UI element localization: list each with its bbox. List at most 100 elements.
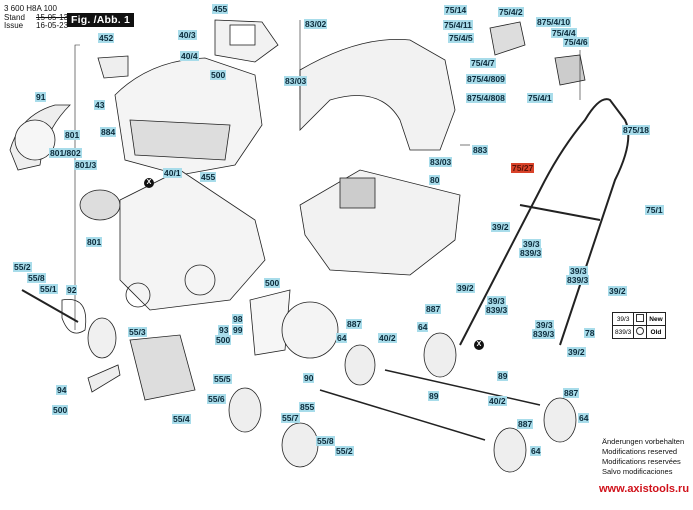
part-label[interactable]: 839/3 <box>485 305 509 315</box>
part-label[interactable]: 40/3 <box>178 30 197 40</box>
part-label[interactable]: 43 <box>94 100 106 110</box>
part-label[interactable]: 39/2 <box>491 222 510 232</box>
part-label[interactable]: 839/3 <box>519 248 543 258</box>
part-label[interactable]: 855 <box>299 402 316 412</box>
part-label[interactable]: 64 <box>417 322 429 332</box>
issue-label: Issue <box>4 21 24 30</box>
part-label[interactable]: 40/4 <box>180 51 199 61</box>
part-label[interactable]: 75/1 <box>645 205 664 215</box>
label-plate-shape <box>97 55 129 79</box>
part-label[interactable]: 500 <box>215 335 232 345</box>
part-label[interactable]: 887 <box>346 319 363 329</box>
part-label[interactable]: 875/18 <box>622 125 650 135</box>
wheel-shape <box>493 427 527 473</box>
part-label[interactable]: 99 <box>232 325 244 335</box>
part-label[interactable]: 55/5 <box>213 374 232 384</box>
part-label[interactable]: 452 <box>98 33 115 43</box>
part-label[interactable]: 55/2 <box>335 446 354 456</box>
part-label[interactable]: 55/2 <box>13 262 32 272</box>
legend-status: Old <box>646 325 666 339</box>
stand-label: Stand <box>4 13 25 22</box>
part-label[interactable]: 39/3 <box>487 296 506 306</box>
note-line: Salvo modificaciones <box>602 467 673 476</box>
part-label[interactable]: 83/03 <box>284 76 308 86</box>
part-label[interactable]: 55/6 <box>207 394 226 404</box>
part-label[interactable]: 83/03 <box>429 157 453 167</box>
legend-status: New <box>646 312 666 326</box>
legend-part: 839/3 <box>611 325 635 339</box>
highlighted-part-label[interactable]: 75/27 <box>511 163 535 173</box>
part-label[interactable]: 55/1 <box>39 284 58 294</box>
part-label[interactable]: 91 <box>35 92 47 102</box>
part-label[interactable]: 801 <box>86 237 103 247</box>
part-label[interactable]: 801/3 <box>74 160 98 170</box>
part-label[interactable]: 39/2 <box>608 286 627 296</box>
part-label[interactable]: 89 <box>497 371 509 381</box>
modification-notes: Änderungen vorbehalten Modifications res… <box>602 437 684 477</box>
part-label[interactable]: 875/4/10 <box>536 17 572 27</box>
x-marker: X <box>474 340 484 350</box>
part-label[interactable]: 75/14 <box>444 5 468 15</box>
part-label[interactable]: 78 <box>584 328 596 338</box>
part-label[interactable]: 55/4 <box>172 414 191 424</box>
part-label[interactable]: 89 <box>428 391 440 401</box>
part-label[interactable]: 75/4/7 <box>470 58 496 68</box>
part-label[interactable]: 75/4/11 <box>443 20 473 30</box>
part-label[interactable]: 887 <box>517 419 534 429</box>
issue-date: 16-05-23 <box>36 21 69 30</box>
motor-shape <box>79 189 121 221</box>
part-label[interactable]: 90 <box>303 373 315 383</box>
roller-shape <box>129 334 196 401</box>
part-label[interactable]: 94 <box>56 385 68 395</box>
website-link[interactable]: www.axistools.ru <box>599 483 690 495</box>
part-label[interactable]: 455 <box>212 4 229 14</box>
part-label[interactable]: 875/4/808 <box>466 93 506 103</box>
part-label[interactable]: 39/3 <box>535 320 554 330</box>
part-label[interactable]: 64 <box>578 413 590 423</box>
part-label[interactable]: 801 <box>64 130 81 140</box>
part-label[interactable]: 64 <box>530 446 542 456</box>
part-label[interactable]: 75/4/2 <box>498 7 524 17</box>
part-label[interactable]: 40/2 <box>378 333 397 343</box>
chassis-shape <box>119 169 266 311</box>
part-label[interactable]: 500 <box>264 278 281 288</box>
part-label[interactable]: 93 <box>218 325 230 335</box>
part-label[interactable]: 39/2 <box>456 283 475 293</box>
part-label[interactable]: 55/8 <box>27 273 46 283</box>
note-line: Modifications reservées <box>602 457 681 466</box>
part-label[interactable]: 500 <box>52 405 69 415</box>
part-label[interactable]: 887 <box>563 388 580 398</box>
part-label[interactable]: 40/2 <box>488 396 507 406</box>
part-label[interactable]: 55/3 <box>128 327 147 337</box>
part-label[interactable]: 83/02 <box>304 19 328 29</box>
part-label[interactable]: 75/4/6 <box>563 37 589 47</box>
part-label[interactable]: 39/3 <box>569 266 588 276</box>
part-label[interactable]: 884 <box>100 127 117 137</box>
wheel-shape <box>423 332 457 378</box>
part-label[interactable]: 55/8 <box>316 436 335 446</box>
legend-part: 39/3 <box>611 312 635 326</box>
part-label[interactable]: 64 <box>336 333 348 343</box>
part-label[interactable]: 75/4/5 <box>448 33 474 43</box>
part-label[interactable]: 75/4/4 <box>551 28 577 38</box>
part-label[interactable]: 39/2 <box>567 347 586 357</box>
part-label[interactable]: 80 <box>429 175 441 185</box>
part-label[interactable]: 801/802 <box>49 148 82 158</box>
part-label[interactable]: 883 <box>472 145 489 155</box>
part-label[interactable]: 500 <box>210 70 227 80</box>
part-label[interactable]: 887 <box>425 304 442 314</box>
part-label[interactable]: 40/1 <box>163 168 182 178</box>
part-label[interactable]: 455 <box>200 172 217 182</box>
part-label[interactable]: 875/4/809 <box>466 74 506 84</box>
wheel-shape <box>543 397 577 443</box>
part-label[interactable]: 75/4/1 <box>527 93 553 103</box>
part-label[interactable]: 839/3 <box>532 329 556 339</box>
part-label[interactable]: 39/3 <box>522 239 541 249</box>
legend-row: 39/3 New <box>611 312 666 326</box>
part-label[interactable]: 55/7 <box>281 413 300 423</box>
part-label[interactable]: 98 <box>232 314 244 324</box>
part-label[interactable]: 92 <box>66 285 78 295</box>
figure-title: Fig. /Abb. 1 <box>67 13 134 27</box>
part-label[interactable]: 839/3 <box>566 275 590 285</box>
